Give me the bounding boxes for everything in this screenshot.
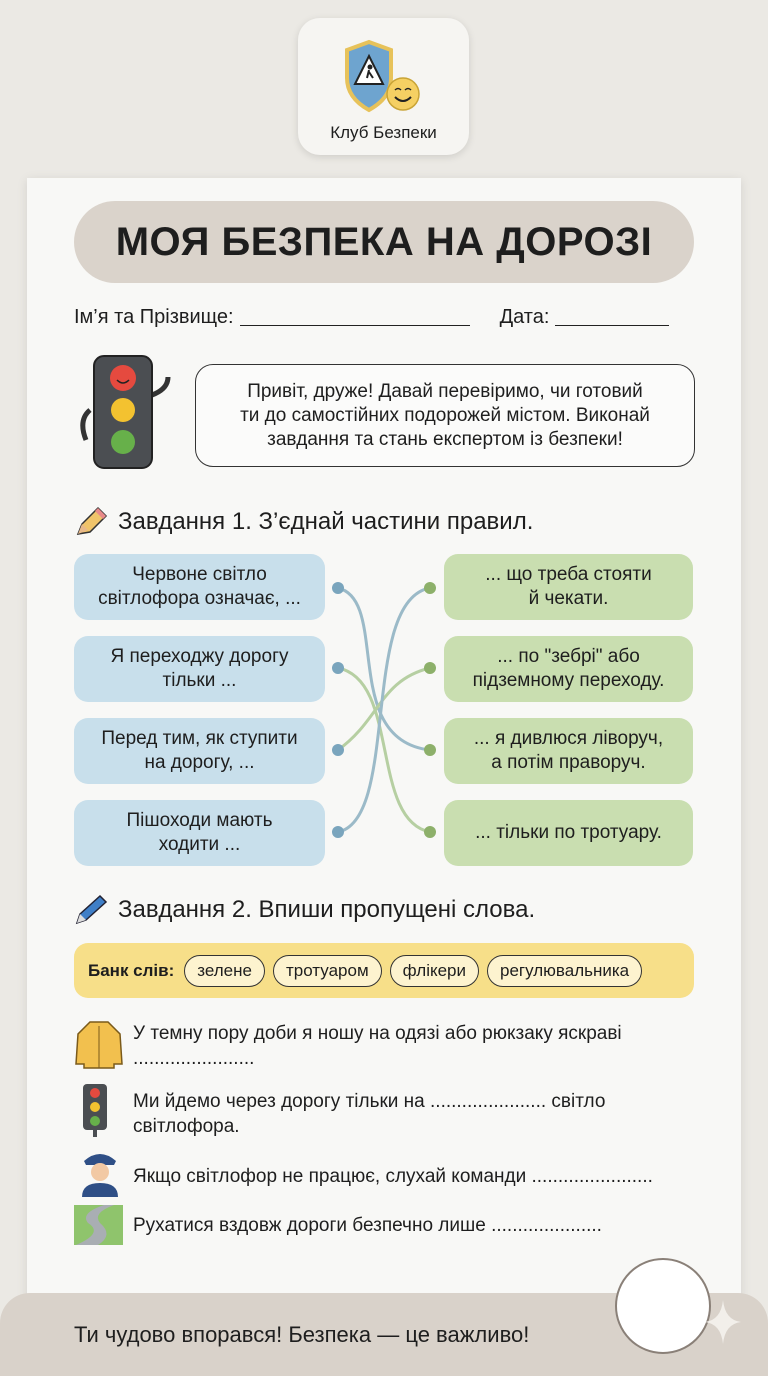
shield-crosswalk-icon: [344, 39, 420, 113]
task2-heading-text: Завдання 2. Впиши пропущені слова.: [118, 896, 536, 923]
phrase-text: ... по "зебрі" або: [497, 646, 640, 667]
road-icon: [74, 1205, 123, 1245]
task1-heading: Завдання 1. З’єднай частини правил.: [74, 506, 533, 538]
phrase-text: підземному переходу.: [472, 670, 665, 691]
phrase-text: світлофора означає, ...: [98, 588, 301, 609]
police-officer-icon: [82, 1154, 118, 1197]
phrase-text: на дорогу, ...: [144, 752, 255, 773]
date-field[interactable]: [555, 306, 670, 326]
sticker-circle: [615, 1258, 711, 1354]
sentence-3: Якщо світлофор не працює, слухай команди…: [133, 1164, 693, 1189]
phrase-text: Пішоходи мають: [126, 810, 273, 831]
right-phrase-1[interactable]: ... що треба стояти й чекати.: [444, 554, 693, 620]
sentence-4: Рухатися вздовж дороги безпечно лише ...…: [133, 1213, 693, 1238]
bubble-line: ти до самостійних подорожей містом. Вико…: [240, 405, 650, 426]
pencil-icon: [76, 506, 108, 535]
pen-icon: [75, 894, 108, 925]
sentence-1: У темну пору доби я ношу на одязі або рю…: [133, 1021, 693, 1071]
date-label: Дата:: [499, 306, 550, 328]
jacket-icon: [75, 1021, 123, 1069]
bubble-line: завдання та стань експертом із безпеки!: [267, 429, 623, 450]
name-field[interactable]: [239, 306, 470, 326]
word-chip[interactable]: регулювальника: [487, 954, 643, 987]
phrase-text: ... що треба стояти: [485, 564, 652, 585]
traffic-light-icon: [83, 1084, 107, 1137]
phrase-text: Перед тим, як ступити: [101, 728, 298, 749]
task2-heading: Завдання 2. Впиши пропущені слова.: [74, 894, 535, 926]
sentence-2: Ми йдемо через дорогу тільки на ........…: [133, 1089, 693, 1139]
footer-text: Ти чудово впорався! Безпека — це важливо…: [74, 1322, 530, 1347]
right-phrase-3[interactable]: ... я дивлюся ліворуч, а потім праворуч.: [444, 718, 693, 784]
phrase-text: ... я дивлюся ліворуч,: [473, 728, 664, 749]
word-chip[interactable]: флікери: [389, 954, 479, 987]
word-bank-label: Банк слів:: [88, 960, 175, 980]
right-phrase-2[interactable]: ... по "зебрі" або підземному переходу.: [444, 636, 693, 702]
word-chip[interactable]: тротуаром: [272, 954, 382, 987]
left-phrase-4[interactable]: Пішоходи мають ходити ...: [74, 800, 325, 866]
task1-heading-text: Завдання 1. З’єднай частини правил.: [118, 508, 534, 535]
traffic-light-mascot-icon: [80, 355, 171, 469]
matching-lines: [332, 582, 436, 838]
phrase-text: Я переходжу дорогу: [110, 646, 289, 667]
sentence-text: У темну пору доби я ношу на одязі або рю…: [133, 1023, 622, 1044]
logo-text: Клуб Безпеки: [330, 123, 437, 142]
left-phrase-1[interactable]: Червоне світло світлофора означає, ...: [74, 554, 325, 620]
phrase-text: ходити ...: [158, 834, 241, 855]
right-phrase-4[interactable]: ... тільки по тротуару.: [444, 800, 693, 866]
blank-field[interactable]: .......................: [133, 1048, 255, 1069]
phrase-text: ... тільки по тротуару.: [475, 822, 662, 843]
sentence-text: Ми йдемо через дорогу тільки на ........…: [133, 1091, 606, 1112]
bubble-line: Привіт, друже! Давай перевіримо, чи гото…: [247, 381, 643, 402]
left-phrase-3[interactable]: Перед тим, як ступити на дорогу, ...: [74, 718, 325, 784]
word-chip[interactable]: зелене: [184, 954, 265, 987]
speech-bubble: Привіт, друже! Давай перевіримо, чи гото…: [195, 364, 695, 467]
phrase-text: Червоне світло: [132, 564, 267, 585]
sentence-text: Рухатися вздовж дороги безпечно лише ...…: [133, 1215, 602, 1236]
sentence-text: Якщо світлофор не працює, слухай команди…: [133, 1166, 653, 1187]
sparkle-icon: [705, 1300, 741, 1344]
phrase-text: а потім праворуч.: [491, 752, 646, 773]
phrase-text: тільки ...: [162, 670, 237, 691]
name-date-fields: Ім’я та Прізвище: Дата:: [74, 306, 694, 329]
phrase-text: й чекати.: [528, 588, 609, 609]
sentence-text: світлофора.: [133, 1116, 240, 1137]
name-label: Ім’я та Прізвище:: [74, 306, 234, 328]
page-title: МОЯ БЕЗПЕКА НА ДОРОЗІ: [74, 201, 694, 283]
word-bank: Банк слів: зелене тротуаром флікери регу…: [74, 943, 694, 998]
club-logo: Клуб Безпеки: [298, 18, 469, 155]
left-phrase-2[interactable]: Я переходжу дорогу тільки ...: [74, 636, 325, 702]
